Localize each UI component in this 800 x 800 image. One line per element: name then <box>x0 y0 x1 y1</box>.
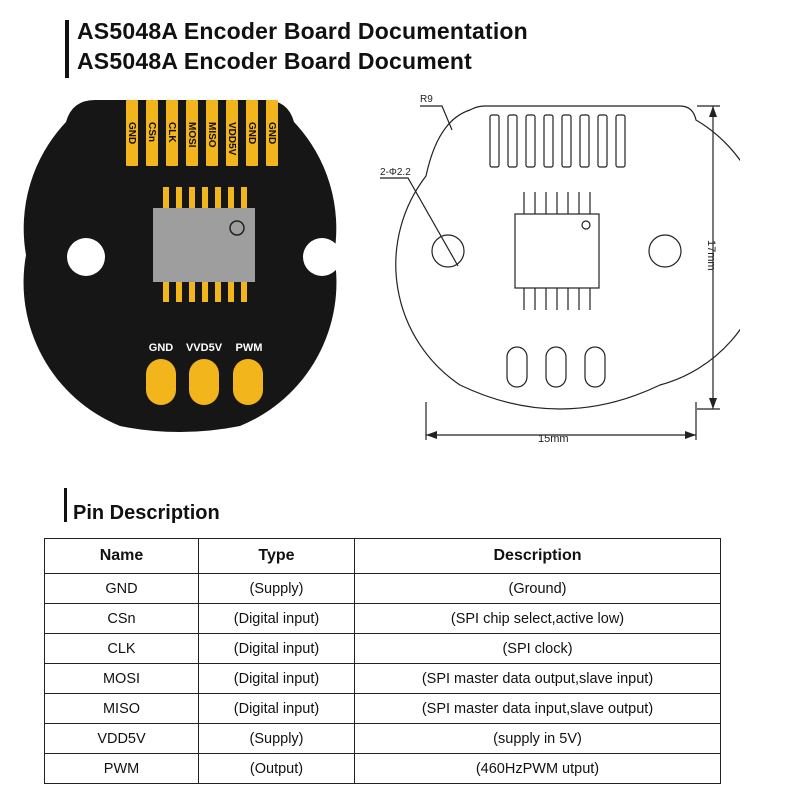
table-row: CLK (Digital input) (SPI clock) <box>44 633 721 664</box>
height-arrow-bottom <box>709 398 717 409</box>
pin-type: (Digital input) <box>198 693 355 724</box>
pin-description-table: Name Type Description GND (Supply) (Grou… <box>44 538 721 784</box>
pad-label-pwm: PWM <box>236 342 263 354</box>
pin-type: (Output) <box>198 753 355 784</box>
table-row: PWM (Output) (460HzPWM utput) <box>44 753 721 784</box>
title-line-2: AS5048A Encoder Board Document <box>77 48 472 74</box>
pin-description: (supply in 5V) <box>354 723 721 754</box>
board-outline <box>395 105 740 410</box>
pin-name: CLK <box>44 633 199 664</box>
height-label: 17mm <box>705 240 717 271</box>
height-dimension-line <box>697 105 720 410</box>
title-line-1: AS5048A Encoder Board Documentation <box>77 18 528 44</box>
hole-leader <box>380 177 459 267</box>
table-header-row: Name Type Description <box>44 538 721 574</box>
encoder-board-illustration: GND CSn CLK MOSI MISO VDD5V GND GND GND … <box>23 100 341 432</box>
pin-description: (460HzPWM utput) <box>354 753 721 784</box>
chip-pin1-marker <box>229 220 245 236</box>
table-row: VDD5V (Supply) (supply in 5V) <box>44 723 721 754</box>
height-arrow-top <box>709 106 717 117</box>
pad-label-gnd: GND <box>149 342 174 354</box>
heading-accent-bar <box>64 488 67 522</box>
width-arrow-left <box>426 431 437 439</box>
drawing-chip <box>514 192 600 310</box>
pin-label-vdd5v: VDD5V <box>226 122 237 156</box>
connector-slots <box>489 114 626 168</box>
mounting-hole-left <box>67 238 105 276</box>
column-header-name: Name <box>44 538 199 574</box>
drawing-pads <box>506 346 606 388</box>
pin-type: (Supply) <box>198 573 355 604</box>
width-label: 15mm <box>538 433 569 445</box>
pin-type: (Digital input) <box>198 603 355 634</box>
pin-name: MISO <box>44 693 199 724</box>
pin-name: GND <box>44 573 199 604</box>
pin-label-miso: MISO <box>206 122 217 148</box>
pin-description: (Ground) <box>354 573 721 604</box>
pin-label-gnd-2: GND <box>246 122 257 144</box>
table-row: MOSI (Digital input) (SPI master data ou… <box>44 663 721 694</box>
width-arrow-right <box>685 431 696 439</box>
pin-label-mosi: MOSI <box>186 122 197 148</box>
column-header-type: Type <box>198 538 355 574</box>
title-accent-bar <box>65 20 69 78</box>
table-row: CSn (Digital input) (SPI chip select,act… <box>44 603 721 634</box>
pin-name: VDD5V <box>44 723 199 754</box>
pin-name: CSn <box>44 603 199 634</box>
pin-type: (Supply) <box>198 723 355 754</box>
encoder-chip <box>153 208 255 282</box>
top-pin-pads <box>126 100 278 166</box>
pin-label-clk: CLK <box>166 122 177 143</box>
drawing-hole-left <box>431 234 465 268</box>
pin-type: (Digital input) <box>198 663 355 694</box>
pin-label-gnd-3: GND <box>266 122 277 144</box>
pin-description-title: Pin Description <box>73 502 220 524</box>
pin-description: (SPI chip select,active low) <box>354 603 721 634</box>
pin-name: MOSI <box>44 663 199 694</box>
dimension-drawing: R9 2-Φ2.2 17mm 15mm <box>380 94 740 445</box>
chip-leads-bottom <box>163 280 247 302</box>
mounting-hole-right <box>303 238 341 276</box>
hole-diameter-label: 2-Φ2.2 <box>380 167 411 178</box>
pin-description: (SPI master data input,slave output) <box>354 693 721 724</box>
table-row: GND (Supply) (Ground) <box>44 573 721 604</box>
pin-label-csn: CSn <box>146 122 157 142</box>
bottom-pad-labels: GND VVD5V PWM <box>149 342 263 354</box>
bottom-pads <box>146 359 263 405</box>
drawing-hole-right <box>648 234 682 268</box>
pin-description: (SPI clock) <box>354 633 721 664</box>
column-header-description: Description <box>354 538 721 574</box>
pin-label-gnd: GND <box>126 122 137 144</box>
width-dimension-line <box>425 402 697 440</box>
top-pin-labels: GND CSn CLK MOSI MISO VDD5V GND GND <box>126 122 277 156</box>
radius-leader <box>420 105 453 131</box>
pin-name: PWM <box>44 753 199 784</box>
pad-label-vvd5v: VVD5V <box>186 342 223 354</box>
chip-leads-top <box>163 187 247 209</box>
radius-label: R9 <box>420 94 433 105</box>
table-row: MISO (Digital input) (SPI master data in… <box>44 693 721 724</box>
pin-type: (Digital input) <box>198 633 355 664</box>
pin-description: (SPI master data output,slave input) <box>354 663 721 694</box>
